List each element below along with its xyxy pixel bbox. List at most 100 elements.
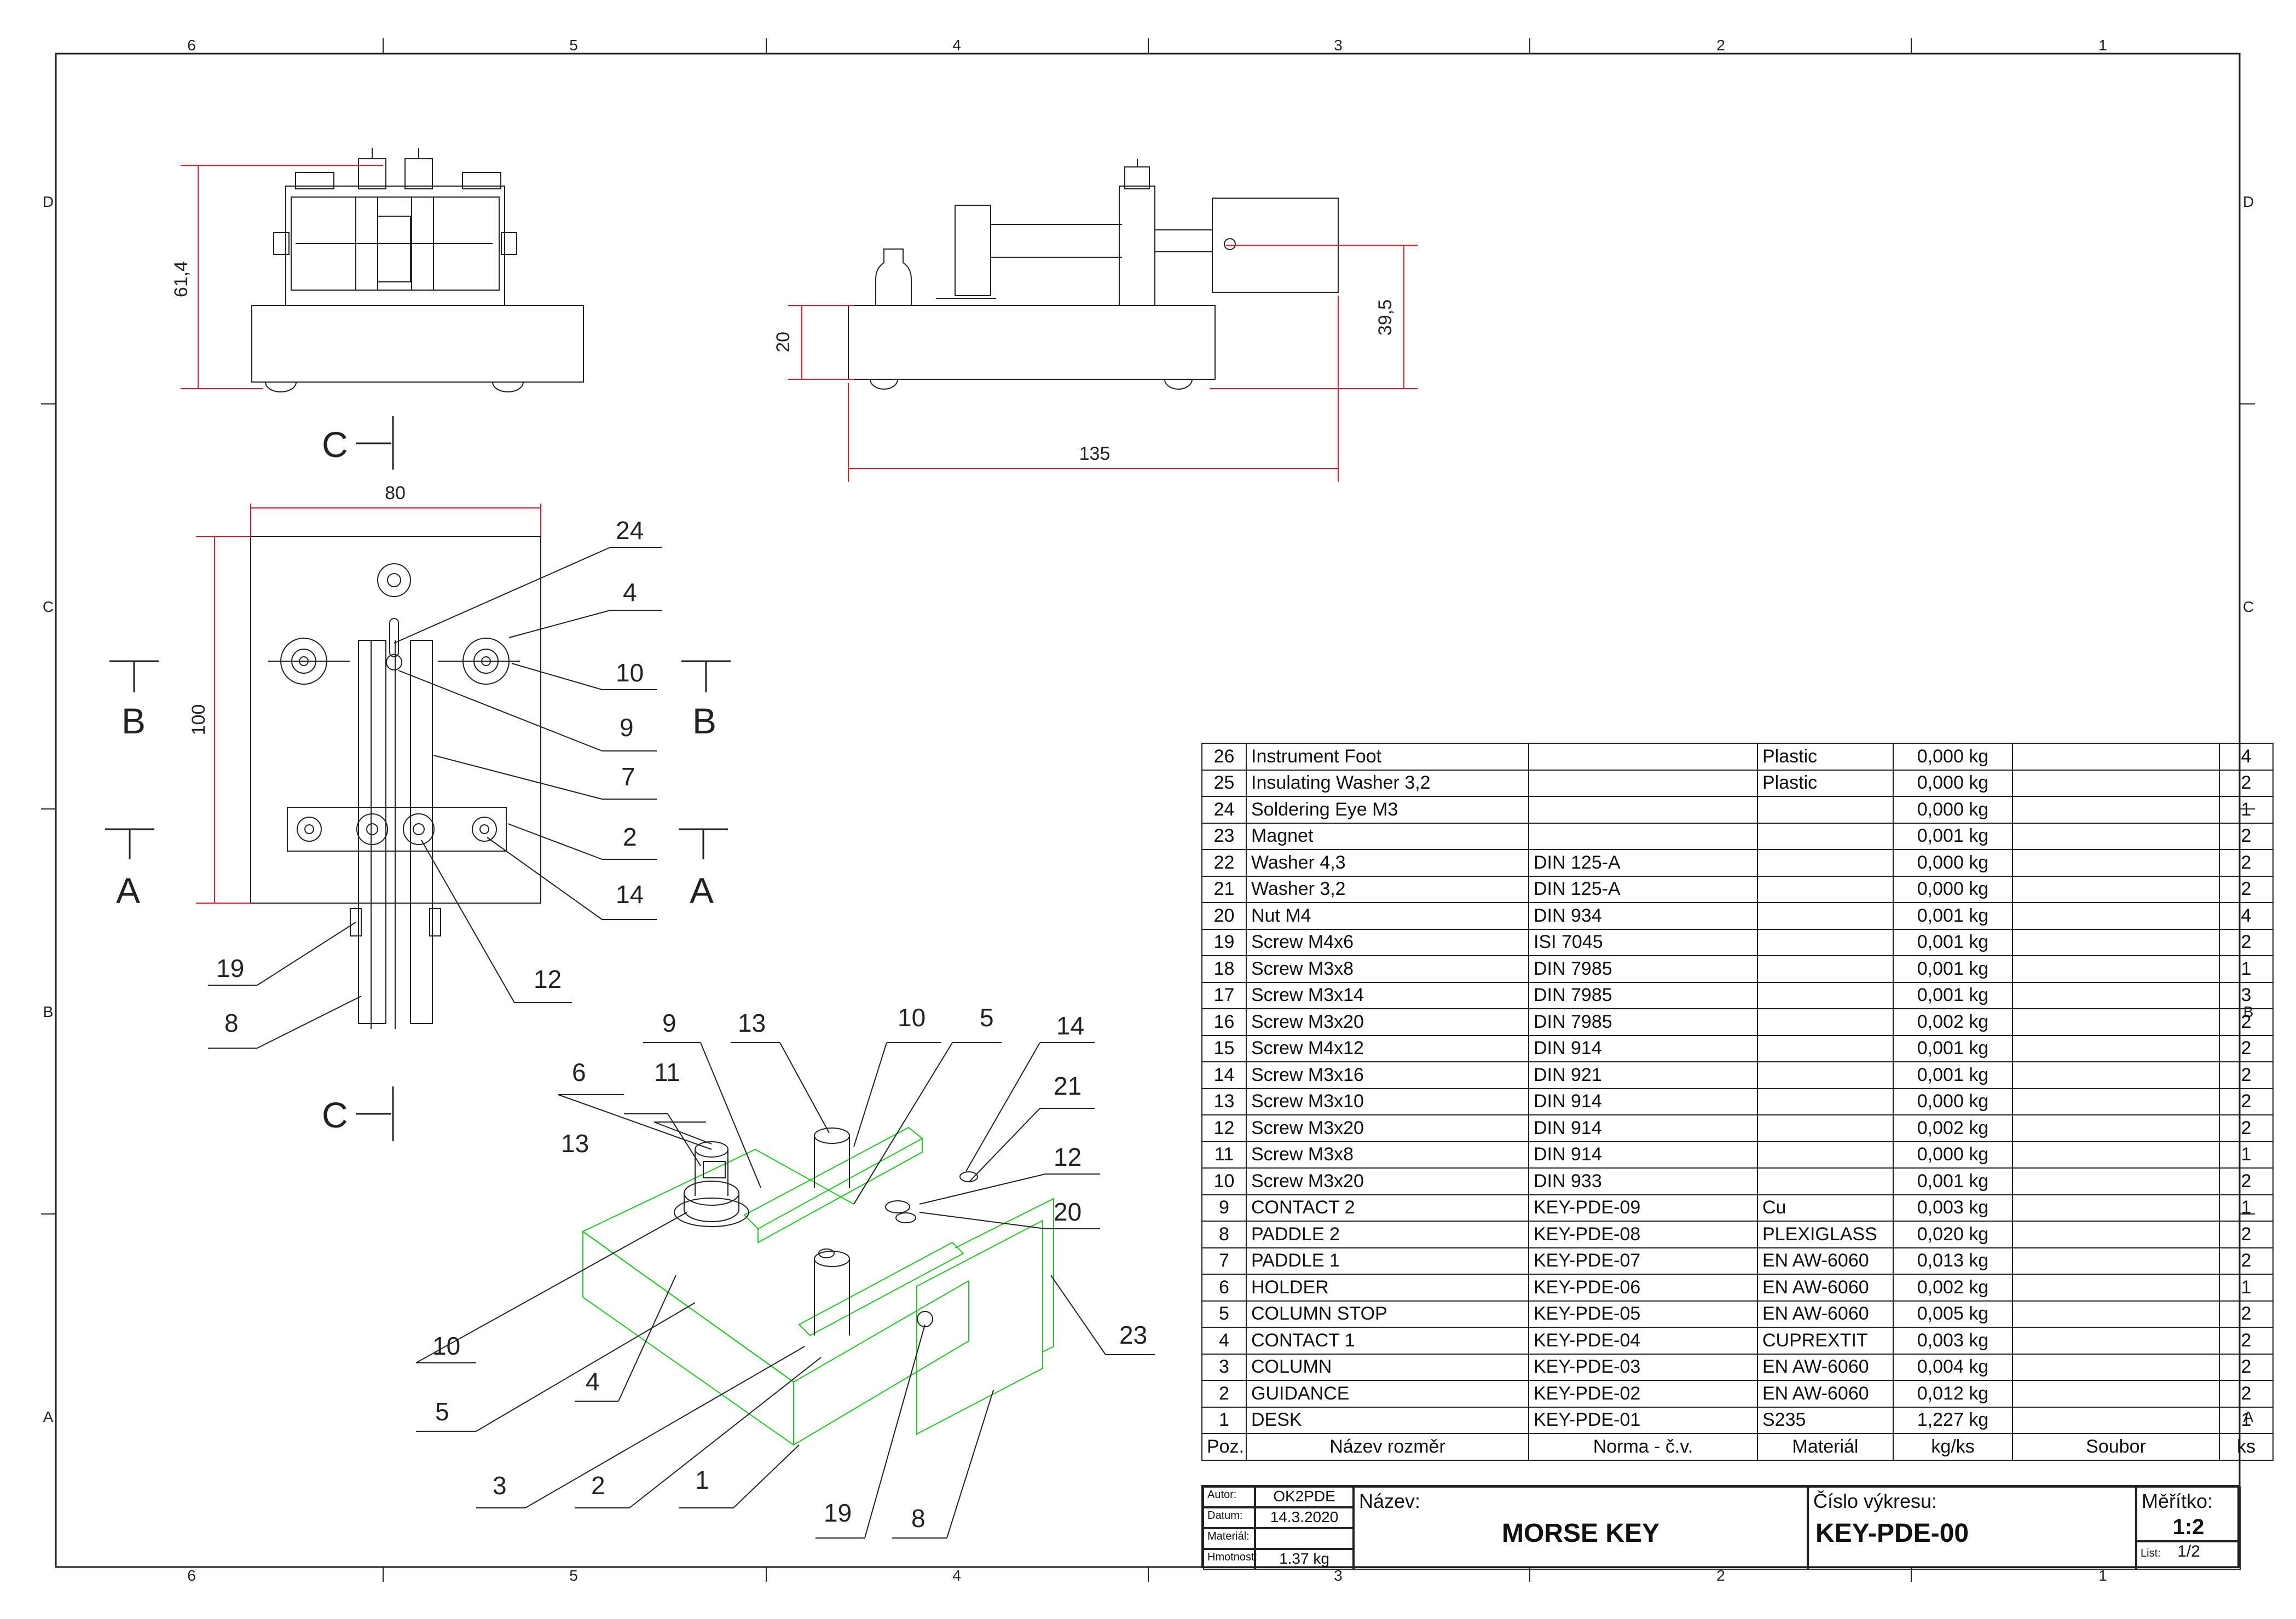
bom-cell-file: [2012, 1194, 2220, 1222]
bom-cell-mass: 0,020 kg: [1893, 1221, 2013, 1248]
bom-cell-material: [1757, 1141, 1894, 1169]
bom-cell-mass: 0,001 kg: [1893, 928, 2013, 956]
bom-cell-pos: 11: [1201, 1141, 1247, 1169]
bom-cell-name: Washer 3,2: [1246, 875, 1529, 903]
bom-cell-qty: 2: [2219, 1221, 2274, 1248]
bom-cell-mass: 0,001 kg: [1893, 1167, 2013, 1195]
bom-cell-file: [2012, 796, 2220, 824]
bom-cell-qty: 2: [2219, 928, 2274, 956]
section-label: A: [690, 870, 714, 911]
bom-cell-pos: 14: [1201, 1061, 1247, 1089]
balloon-label: 12: [1054, 1143, 1082, 1171]
bom-cell-norm: ISI 7045: [1528, 928, 1758, 956]
mass-label: Hmotnost:: [1203, 1549, 1257, 1570]
bom-cell-material: [1757, 981, 1894, 1009]
bom-cell-name: GUIDANCE: [1246, 1380, 1529, 1408]
bom-cell-norm: DIN 7985: [1528, 1008, 1758, 1036]
scale-value: 1:2: [2172, 1515, 2205, 1539]
bom-cell-material: [1757, 955, 1894, 983]
bom-cell-mass: 0,001 kg: [1893, 902, 2013, 930]
bom-cell-qty: 2: [2219, 1327, 2274, 1355]
bom-cell-pos: 1: [1201, 1406, 1247, 1434]
bom-header: Materiál: [1757, 1433, 1894, 1461]
balloon-label: 23: [1119, 1321, 1147, 1349]
bom-cell-pos: 21: [1201, 875, 1247, 903]
bom-cell-norm: DIN 7985: [1528, 955, 1758, 983]
bom-cell-mass: 0,000 kg: [1893, 1141, 2013, 1169]
drawing-number: KEY-PDE-00: [1815, 1519, 1969, 1548]
bom-cell-mass: 0,002 kg: [1893, 1008, 2013, 1036]
bom-cell-mass: 0,002 kg: [1893, 1114, 2013, 1142]
bom-cell-name: CONTACT 1: [1246, 1327, 1529, 1355]
bom-cell-file: [2012, 1221, 2220, 1248]
title-block: Autor: OK2PDE Datum: 14.3.2020 Materiál:…: [1201, 1485, 2241, 1570]
bom-cell-file: [2012, 1380, 2220, 1408]
bom-cell-pos: 19: [1201, 928, 1247, 956]
balloon-label: 24: [616, 516, 644, 545]
balloon-label: 7: [621, 762, 635, 791]
bom-cell-qty: 2: [2219, 1300, 2274, 1328]
bom-cell-file: [2012, 1088, 2220, 1115]
bom-cell-name: Screw M4x12: [1246, 1034, 1529, 1062]
bom-cell-file: [2012, 1327, 2220, 1355]
bom-cell-material: [1757, 1008, 1894, 1036]
bom-cell-file: [2012, 1300, 2220, 1328]
bom-cell-pos: 25: [1201, 769, 1247, 797]
bom-cell-qty: 1: [2219, 796, 2274, 824]
bom-cell-qty: 2: [2219, 1167, 2274, 1195]
top-view: [250, 536, 541, 1029]
section-label: A: [116, 870, 140, 911]
bom-cell-pos: 6: [1201, 1274, 1247, 1302]
bom-cell-material: [1757, 875, 1894, 903]
zone-col-label: 2: [1716, 37, 1725, 54]
balloon-label: 5: [980, 1003, 994, 1032]
section-label: C: [322, 424, 348, 465]
bom-cell-norm: [1528, 796, 1758, 824]
bom-cell-norm: KEY-PDE-09: [1528, 1194, 1758, 1222]
bom-cell-mass: 0,003 kg: [1893, 1327, 2013, 1355]
bom-cell-mass: 0,005 kg: [1893, 1300, 2013, 1328]
scale-cell: Měřítko: 1:2: [2136, 1487, 2241, 1541]
zone-col-label: 4: [952, 1567, 961, 1584]
bom-cell-pos: 22: [1201, 849, 1247, 877]
bom-cell-norm: KEY-PDE-05: [1528, 1300, 1758, 1328]
bom-header: ks: [2219, 1433, 2274, 1461]
bom-cell-file: [2012, 769, 2220, 797]
bom-cell-name: DESK: [1246, 1406, 1529, 1434]
bom-cell-name: HOLDER: [1246, 1274, 1529, 1302]
zone-col-label: 3: [1334, 37, 1343, 54]
drawing-number-label: Číslo výkresu:: [1813, 1490, 1938, 1512]
iso-view: [582, 1126, 1054, 1446]
bom-cell-file: [2012, 1114, 2220, 1142]
bom-cell-name: Screw M3x20: [1246, 1167, 1529, 1195]
bom-cell-mass: 0,000 kg: [1893, 849, 2013, 877]
bom-cell-norm: KEY-PDE-07: [1528, 1247, 1758, 1275]
bom-cell-name: Screw M3x20: [1246, 1008, 1529, 1036]
bom-header: Norma - č.v.: [1528, 1433, 1758, 1461]
zone-col-label: 4: [952, 37, 961, 54]
bom-cell-pos: 3: [1201, 1353, 1247, 1381]
zone-col-label: 5: [569, 1567, 578, 1584]
balloon-label: 10: [616, 658, 644, 687]
bom-cell-qty: 1: [2219, 1406, 2274, 1434]
bom-cell-mass: 0,001 kg: [1893, 1061, 2013, 1089]
bom-cell-qty: 2: [2219, 1247, 2274, 1275]
bom-cell-pos: 18: [1201, 955, 1247, 983]
bom-cell-file: [2012, 822, 2220, 850]
bom-cell-qty: 1: [2219, 1141, 2274, 1169]
bom-cell-pos: 7: [1201, 1247, 1247, 1275]
iso-view-balloons: 9 13 10 5 14 21 6 11 13 12 20 10 5 4 23 …: [415, 1003, 1155, 1539]
balloon-label: 19: [216, 954, 244, 982]
bom-cell-pos: 9: [1201, 1194, 1247, 1222]
bom-cell-mass: 0,001 kg: [1893, 822, 2013, 850]
